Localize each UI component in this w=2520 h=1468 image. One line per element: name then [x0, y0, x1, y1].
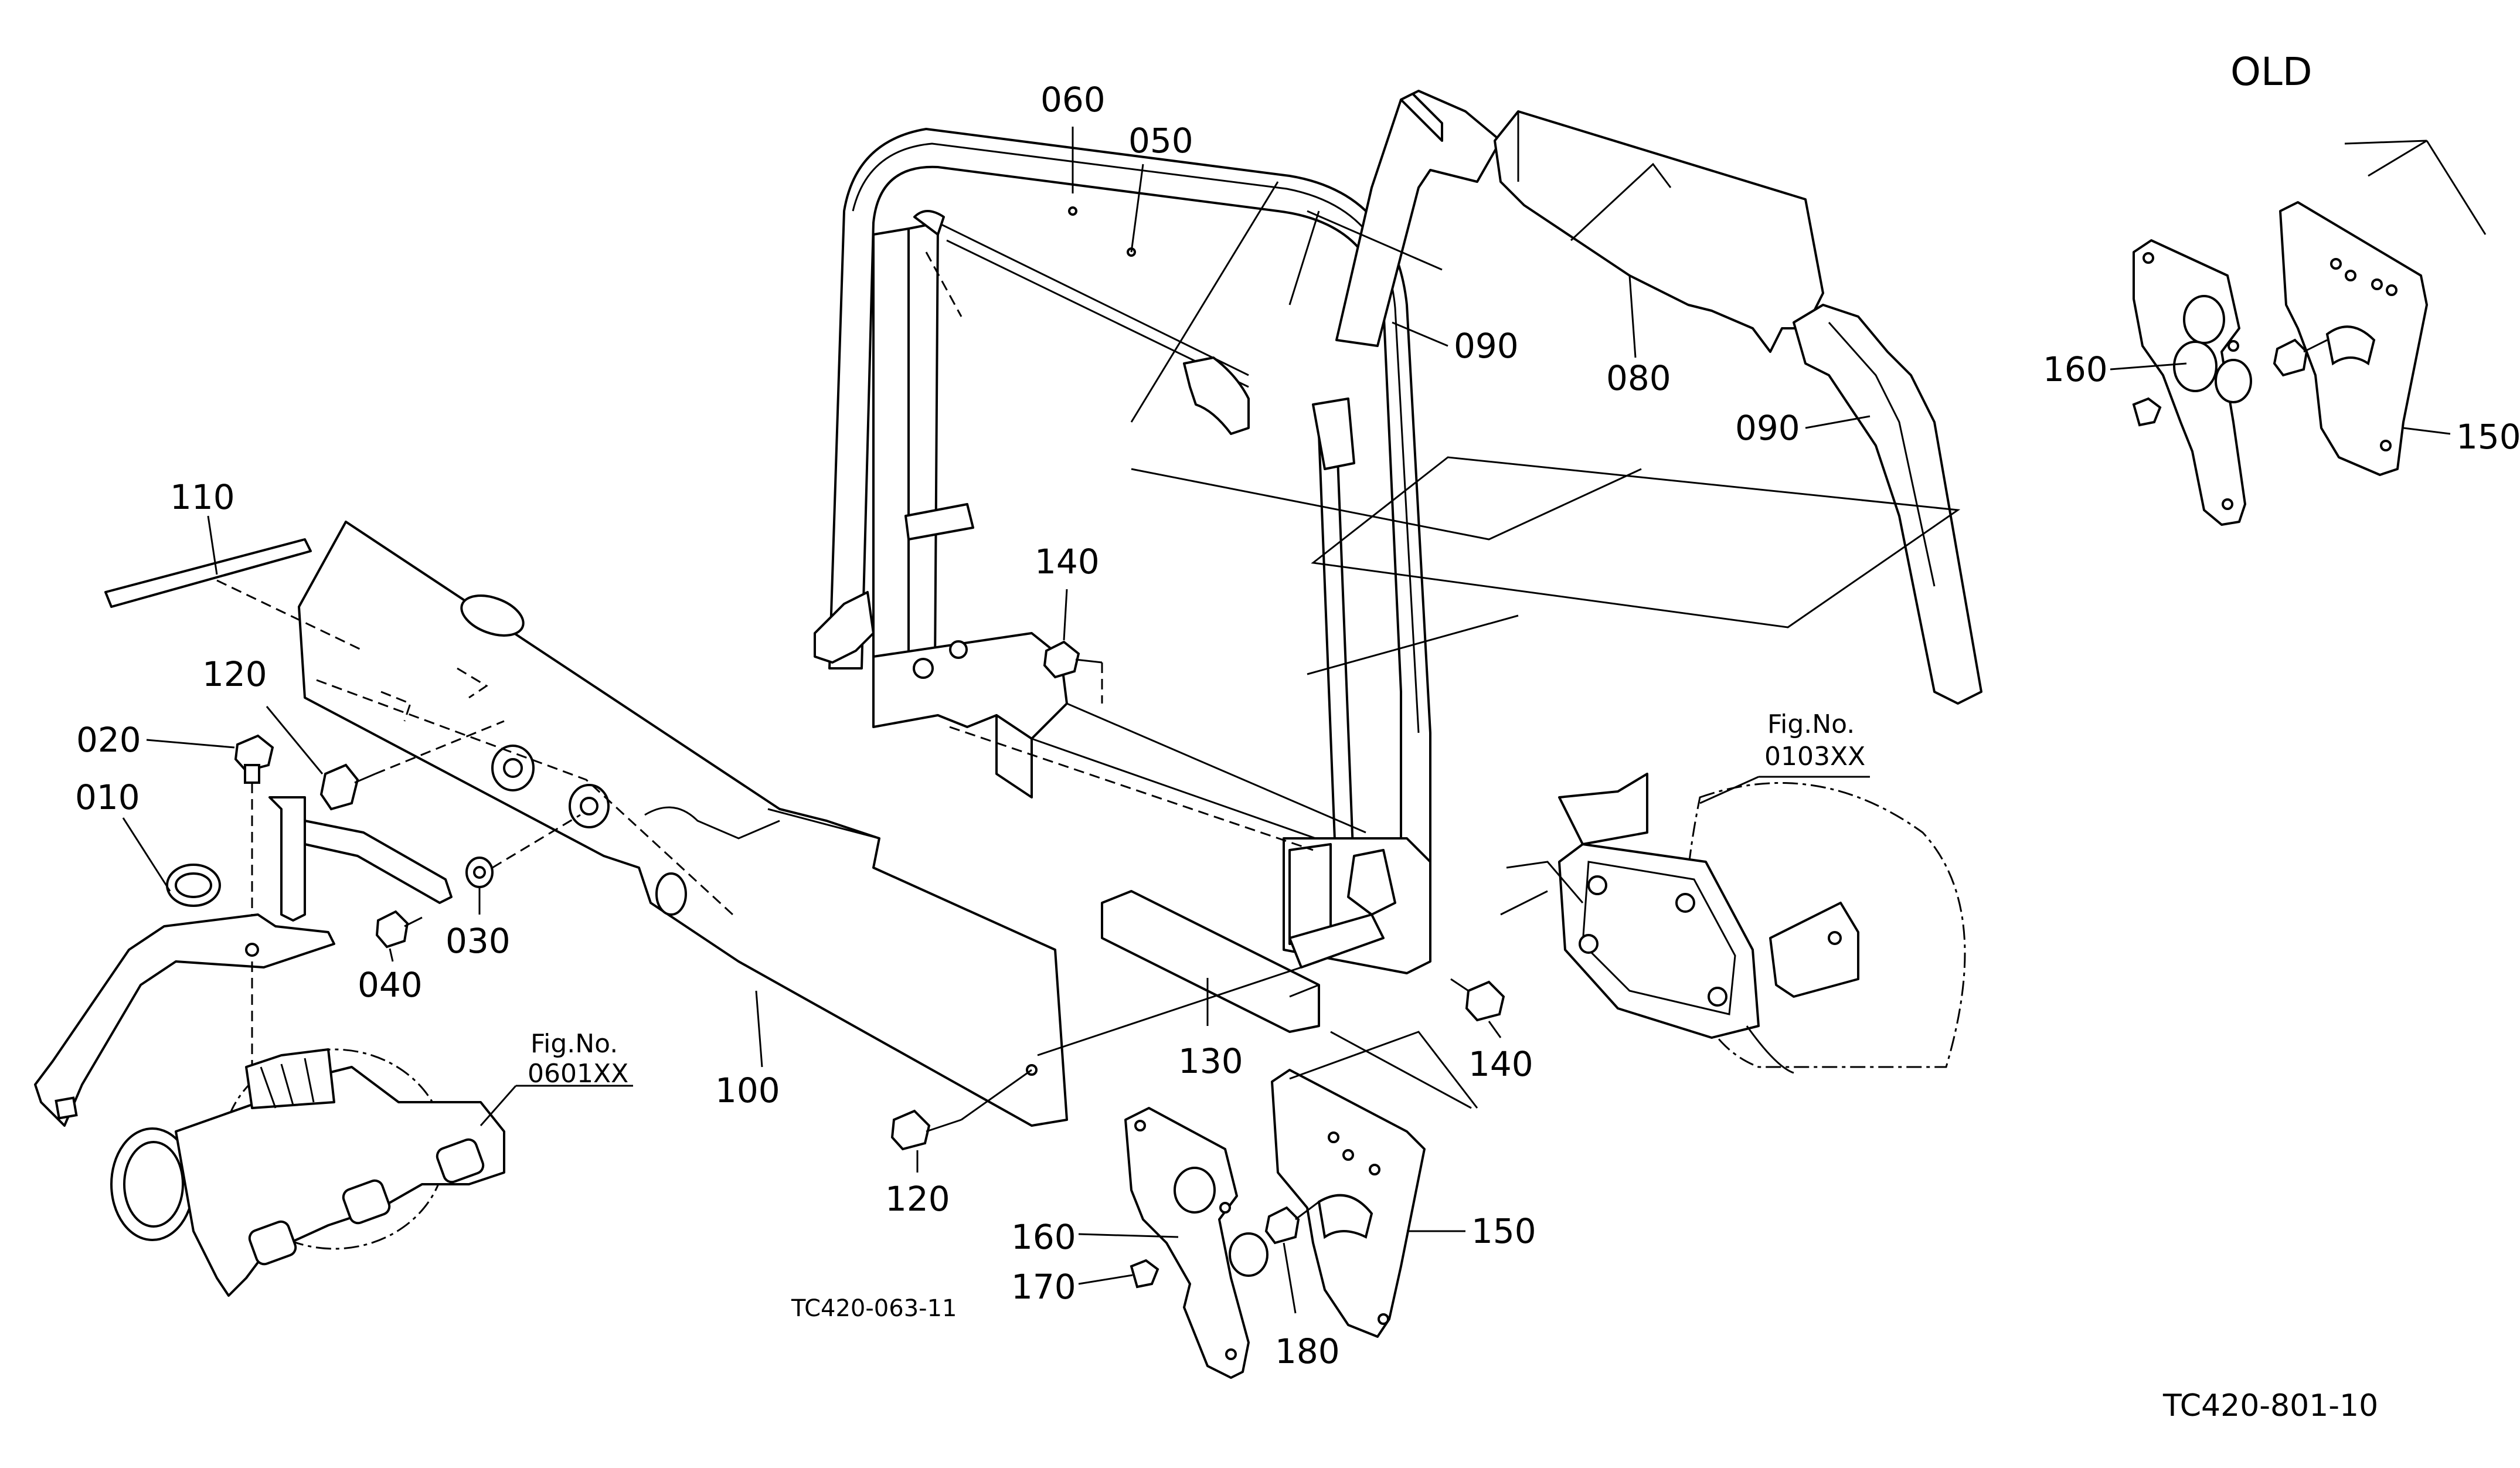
- bolt-140-lower: [1450, 978, 1505, 1022]
- dash-120-a: [375, 720, 505, 775]
- ref-line-130: [1037, 960, 1319, 1056]
- label-040: 040: [358, 965, 423, 1005]
- leader-100: [755, 990, 763, 1068]
- old-ref-line-b: [2426, 140, 2487, 235]
- old-bolt-180: [2273, 338, 2328, 377]
- old-ref-line: [2344, 140, 2427, 177]
- old-plate-160: [2133, 239, 2252, 526]
- label-020: 020: [76, 720, 141, 760]
- label-050: 050: [1128, 121, 1193, 161]
- leader-110: [207, 515, 218, 575]
- label-080: 080: [1606, 358, 1671, 398]
- figure-code-main: TC420-801-10: [2162, 1388, 2378, 1423]
- seal-strip: [104, 538, 312, 608]
- old-screw-170: [2132, 397, 2162, 427]
- screw-170: [1130, 1259, 1159, 1289]
- old-version-label: OLD: [2230, 49, 2312, 94]
- leader-090-b: [1805, 415, 1871, 429]
- bolt-120-lower: [890, 1069, 1032, 1151]
- leader-140-b: [1488, 1021, 1502, 1038]
- label-140-b: 140: [1468, 1044, 1533, 1084]
- figure-code-sub: TC420-063-11: [791, 1295, 957, 1322]
- label-140-a: 140: [1035, 542, 1100, 582]
- label-160-b: 160: [2043, 349, 2108, 389]
- leader-010: [122, 817, 171, 892]
- engine-block-ref: [1500, 773, 1966, 1074]
- bolt-180: [1264, 1201, 1319, 1245]
- old-plate-150: [2279, 201, 2428, 476]
- ref-plane-b: [1131, 468, 1642, 541]
- bolt-120-upper: [319, 763, 376, 811]
- label-120-a: 120: [202, 654, 267, 694]
- label-170: 170: [1011, 1267, 1076, 1307]
- radiator-frame-assembly: [814, 128, 1431, 974]
- label-120-b: 120: [885, 1179, 950, 1219]
- label-090-a: 090: [1454, 326, 1519, 366]
- exhaust-manifold-ref: [110, 1048, 505, 1297]
- label-130: 130: [1178, 1041, 1243, 1081]
- label-090-b: 090: [1735, 408, 1800, 448]
- dash-030: [492, 814, 581, 869]
- label-010: 010: [75, 777, 140, 817]
- ref-plane-a: [1130, 181, 1279, 423]
- leader-170: [1078, 1274, 1133, 1285]
- cover-plate: [298, 521, 1068, 1127]
- label-060: 060: [1040, 80, 1106, 120]
- plate-160-front: [1124, 1107, 1268, 1379]
- ref-plane-c: [1311, 456, 1961, 628]
- leader-090-a: [1392, 321, 1448, 347]
- ref-plane-d: [1307, 614, 1519, 675]
- seal-set: [1288, 90, 1982, 705]
- bolt-020: [234, 734, 274, 915]
- washer-030: [465, 857, 494, 888]
- leader-140-a: [1063, 589, 1068, 641]
- ref-code-0103: 0103XX: [1764, 742, 1865, 772]
- bolt-140-upper: [1043, 640, 1103, 704]
- leader-080: [1628, 275, 1637, 358]
- leader-160-a: [1078, 1233, 1179, 1238]
- leader-050: [1130, 164, 1144, 253]
- leader-020: [146, 739, 235, 749]
- label-110: 110: [170, 477, 235, 517]
- label-030: 030: [445, 921, 511, 961]
- rubber-block: [1101, 890, 1320, 1033]
- bolt-040: [375, 910, 423, 949]
- leader-0103: [1699, 776, 1759, 804]
- leader-0601: [479, 1085, 517, 1126]
- leader-040: [389, 948, 394, 962]
- ref-plane-f: [1570, 162, 1672, 242]
- label-180: 180: [1275, 1331, 1340, 1371]
- plate-150-front: [1271, 1069, 1426, 1338]
- label-150-b: 150: [2456, 417, 2520, 457]
- label-100: 100: [715, 1071, 780, 1110]
- leader-160-b: [2110, 362, 2187, 371]
- ref-line-130b: [1330, 1031, 1472, 1109]
- leader-150-b: [2403, 427, 2451, 435]
- frame-outer: [828, 128, 1431, 969]
- ref-plane-e: [1307, 210, 1443, 271]
- ref-line-150: [1289, 1031, 1478, 1109]
- ref-title-0601: Fig.No.: [530, 1029, 618, 1059]
- leader-120-a: [266, 706, 324, 774]
- ref-code-0601: 0601XX: [528, 1059, 628, 1089]
- label-150-a: 150: [1471, 1211, 1536, 1251]
- leader-180: [1283, 1242, 1297, 1314]
- ref-title-0103: Fig.No.: [1767, 709, 1855, 739]
- lifting-hook: [34, 796, 453, 1127]
- dash-110: [216, 579, 364, 652]
- label-160-a: 160: [1011, 1217, 1076, 1257]
